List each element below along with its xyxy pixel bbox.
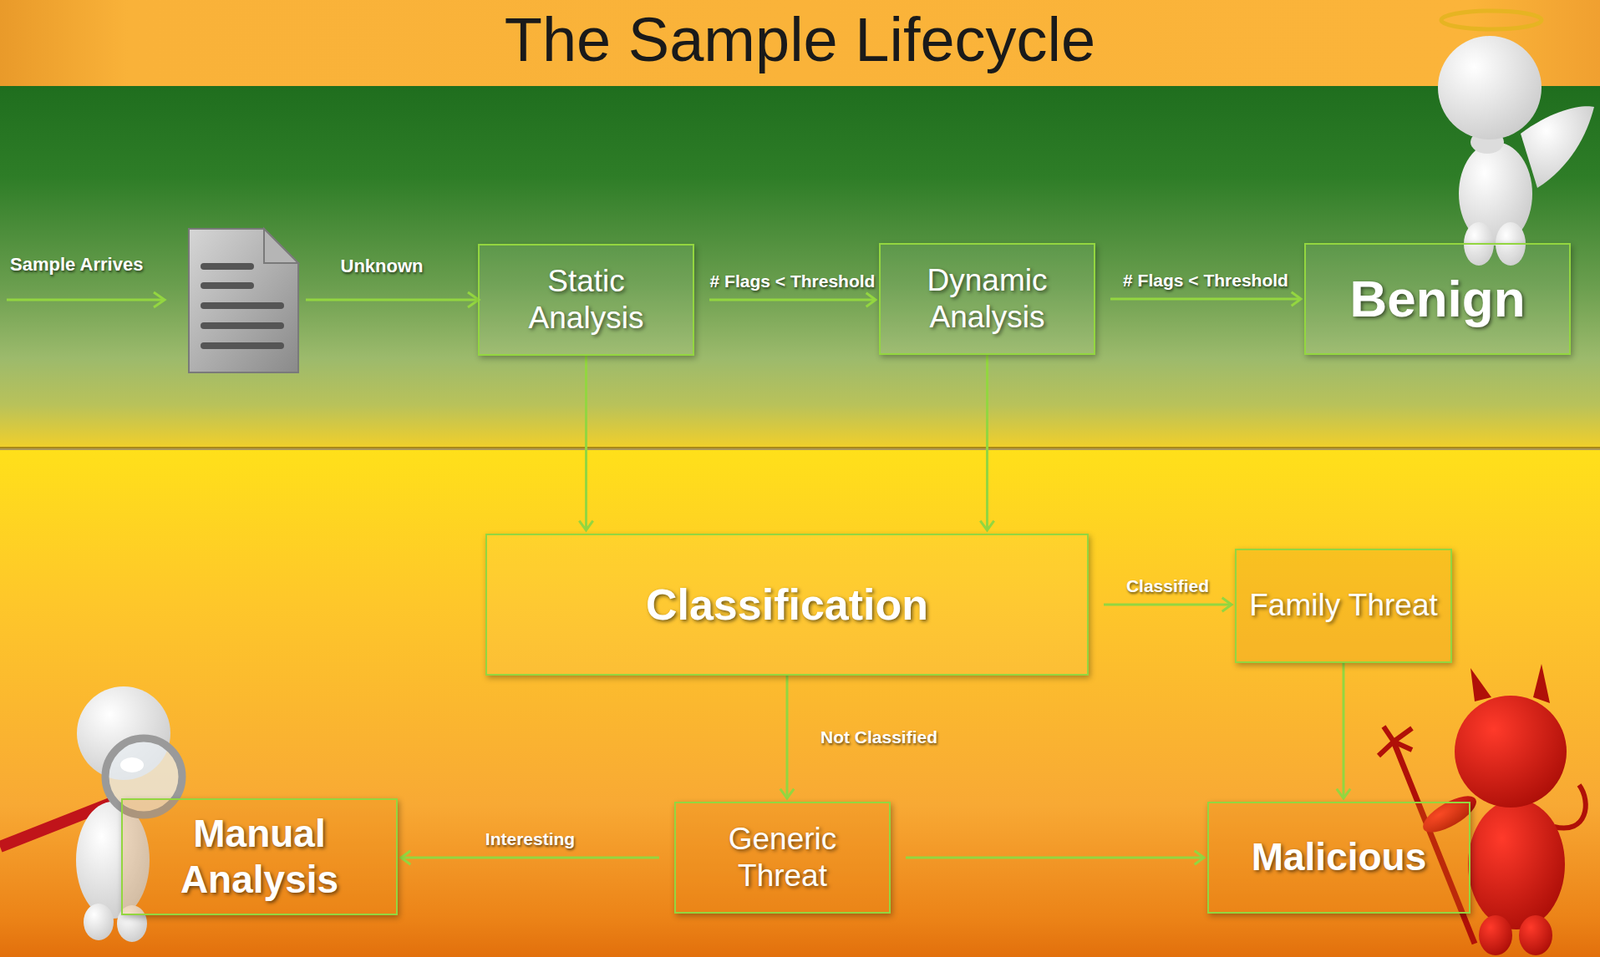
category-box: Family Threat [1234,548,1453,664]
process-box: Classification [485,533,1089,676]
flow-arrow [1103,598,1232,612]
flow-arrow [905,851,1204,865]
edge-label: Interesting [485,829,575,850]
flow-arrow [709,293,876,307]
node-text: Malicious [1251,834,1428,881]
flow-arrow [980,355,994,531]
result-box: Benign [1304,243,1571,356]
edge-label: # Flags < Threshold [710,271,876,292]
result-box: Manual Analysis [121,798,398,916]
node-text: Generic Threat [684,821,881,896]
slide-title: The Sample Lifecycle [0,3,1600,78]
category-box: Generic Threat [674,802,891,915]
node-text: Static Analysis [487,263,685,338]
edge-label: # Flags < Threshold [1122,270,1289,291]
node-text: Family Threat [1249,587,1438,625]
edge-label: Not Classified [820,727,938,748]
result-box: Malicious [1207,802,1471,915]
process-box: Static Analysis [477,243,695,356]
flow-arrow [780,675,794,799]
node-text: Manual Analysis [131,811,388,904]
process-box: Dynamic Analysis [878,243,1096,356]
node-text: Classification [645,579,929,631]
flow-arrow [1110,292,1301,306]
flow-arrow [401,851,660,865]
angel-figure [1437,10,1595,266]
flow-arrow [579,355,593,531]
node-text: Dynamic Analysis [888,262,1086,337]
flow-label: Sample Arrives [10,253,143,276]
edge-label: Classified [1126,576,1209,597]
document-icon [188,228,299,373]
flow-arrow [1336,663,1351,799]
node-text: Benign [1349,268,1525,331]
flow-label: Unknown [340,255,424,278]
